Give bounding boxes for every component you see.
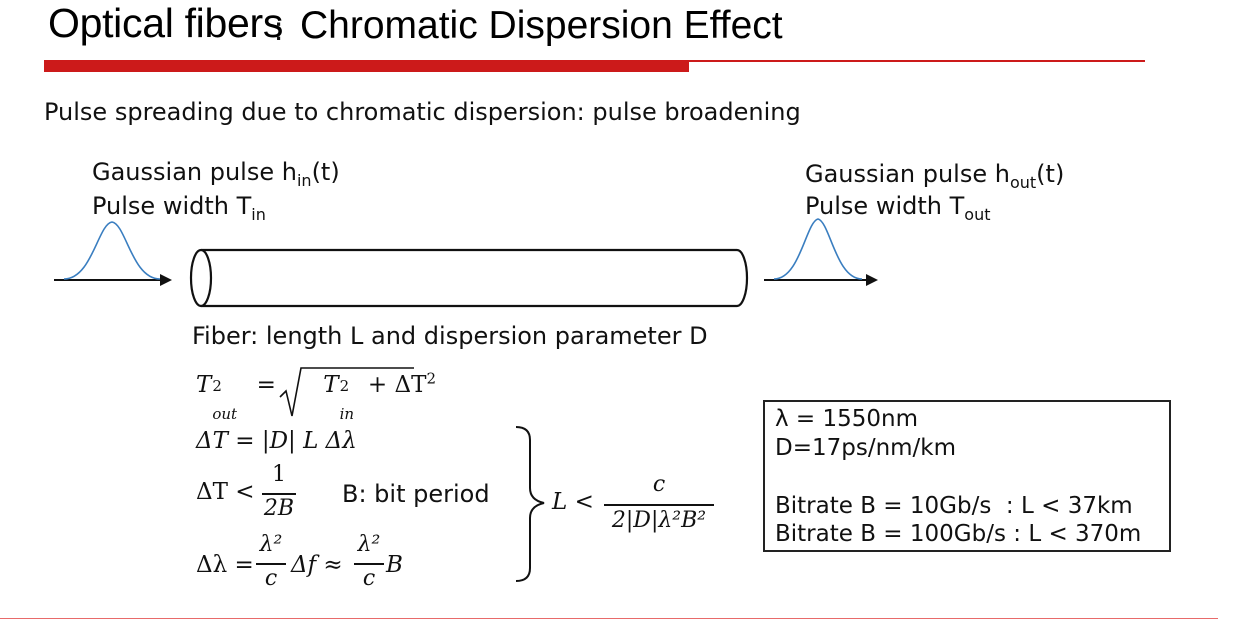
title-underline-thick: [44, 60, 689, 72]
fraction-denominator: 2|D|λ²B²: [611, 508, 707, 533]
dispersion-value: D=17ps/nm/km: [775, 435, 957, 461]
fiber-end-face: [189, 248, 213, 308]
result-length-condition: L <: [552, 489, 594, 515]
fraction-denominator: c: [264, 566, 278, 591]
fraction-lambda-sq-over-c-2: λ² c: [354, 532, 384, 596]
output-pulse-label: Gaussian pulse hout(t): [805, 160, 1065, 192]
input-arrow-head: [160, 274, 172, 286]
fraction-bar: [354, 563, 384, 565]
equation-bit-condition: ΔT <: [196, 479, 255, 505]
intro-text: Pulse spreading due to chromatic dispers…: [44, 98, 801, 126]
bitrate-10g-result: Bitrate B = 10Gb/s : L < 37km: [775, 493, 1133, 519]
bit-period-label: B: bit period: [342, 480, 490, 508]
fraction-denominator: c: [362, 566, 376, 591]
fiber-caption: Fiber: length L and dispersion parameter…: [192, 322, 708, 350]
slide-subtitle: Chromatic Dispersion Effect: [300, 4, 783, 47]
fraction-bar: [604, 504, 714, 506]
fraction-bar: [256, 563, 286, 565]
slide-title: Optical fibers: [48, 0, 284, 46]
input-pulse-label: Gaussian pulse hin(t): [92, 158, 340, 190]
equation-delta-f: Δf ≈: [291, 552, 343, 578]
fraction-lambda-sq-over-c-1: λ² c: [256, 532, 286, 596]
fraction-numerator: λ²: [357, 532, 381, 557]
fraction-result: c 2|D|λ²B²: [604, 472, 714, 542]
title-separator: :: [274, 10, 284, 47]
fraction-numerator: 1: [272, 462, 286, 487]
wavelength-value: λ = 1550nm: [775, 406, 919, 432]
title-underline-thin: [689, 60, 1145, 62]
fraction-bar: [262, 493, 296, 495]
fiber-body: [201, 248, 749, 308]
equation-delta-t: ΔT = |D| L Δλ: [196, 428, 357, 454]
fraction-numerator: λ²: [259, 532, 283, 557]
output-arrow-head: [866, 274, 878, 286]
bitrate-100g-result: Bitrate B = 100Gb/s : L < 370m: [775, 521, 1142, 547]
footer-divider: [0, 618, 1218, 619]
curly-brace: [515, 426, 545, 582]
input-gaussian-pulse: [63, 221, 161, 280]
sqrt-radical: [279, 367, 414, 417]
fraction-one-over-2b: 1 2B: [262, 462, 296, 526]
equation-bitrate-b: B: [386, 552, 403, 578]
output-pulse-width-label: Pulse width Tout: [805, 192, 991, 224]
equation-delta-lambda: Δλ =: [196, 552, 254, 578]
fraction-denominator: 2B: [263, 496, 295, 521]
input-pulse-width-label: Pulse width Tin: [92, 192, 266, 224]
output-gaussian-pulse: [773, 218, 863, 280]
parameters-box: λ = 1550nm D=17ps/nm/km Bitrate B = 10Gb…: [763, 400, 1171, 552]
fraction-numerator: c: [652, 472, 666, 497]
